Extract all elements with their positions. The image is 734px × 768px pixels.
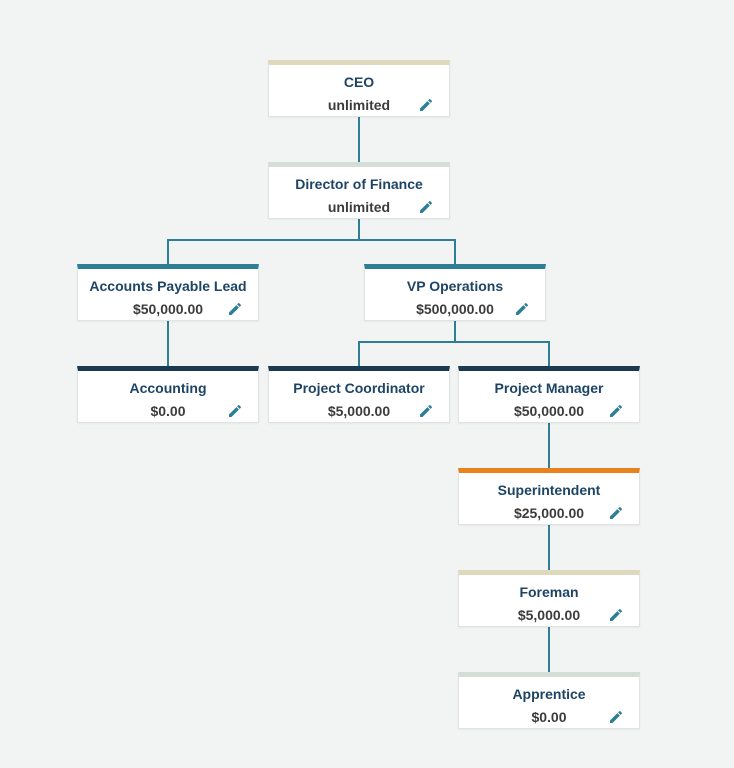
org-node-project-coordinator[interactable]: Project Coordinator $5,000.00 (268, 366, 450, 423)
connector-foreman-apprentice (548, 627, 550, 672)
pencil-edit-icon (610, 404, 623, 417)
node-value: $50,000.00 (132, 301, 204, 317)
edit-button[interactable] (417, 402, 435, 420)
node-title: Accounting (129, 380, 207, 396)
node-value: unlimited (327, 97, 391, 113)
node-value-row: $5,000.00 (459, 605, 639, 625)
connector-vpo-horizontal (358, 341, 550, 343)
node-value-row: unlimited (269, 197, 449, 217)
node-value: $50,000.00 (513, 403, 585, 419)
node-title: Accounts Payable Lead (89, 278, 247, 294)
edit-button[interactable] (607, 402, 625, 420)
node-value: $0.00 (531, 709, 567, 725)
connector-dof-horizontal (167, 239, 456, 241)
node-value-row: $50,000.00 (459, 401, 639, 421)
edit-button[interactable] (607, 606, 625, 624)
node-title: Director of Finance (295, 176, 423, 192)
connector-dof-stem (358, 219, 360, 241)
edit-button[interactable] (417, 96, 435, 114)
pencil-edit-icon (610, 710, 623, 723)
node-title: VP Operations (406, 278, 504, 294)
node-value-row: $0.00 (459, 707, 639, 727)
org-node-superintendent[interactable]: Superintendent $25,000.00 (458, 468, 640, 525)
pencil-edit-icon (420, 404, 433, 417)
node-value: unlimited (327, 199, 391, 215)
node-value: $25,000.00 (513, 505, 585, 521)
pencil-edit-icon (229, 302, 242, 315)
org-node-accounting[interactable]: Accounting $0.00 (77, 366, 259, 423)
node-title: CEO (343, 74, 375, 90)
connector-superintendent-foreman (548, 525, 550, 570)
node-title: Superintendent (497, 482, 601, 498)
connector-vpo-stem (454, 321, 456, 343)
pencil-edit-icon (420, 98, 433, 111)
connector-pm-superintendent (548, 423, 550, 468)
node-value: $5,000.00 (327, 403, 391, 419)
connector-ceo-dof (358, 117, 360, 162)
edit-button[interactable] (226, 402, 244, 420)
node-title: Foreman (519, 584, 579, 600)
node-value-row: $50,000.00 (78, 299, 258, 319)
pencil-edit-icon (610, 506, 623, 519)
connector-apl-accounting (167, 321, 169, 366)
connector-vpo-drop-pm (548, 341, 550, 366)
node-value: $5,000.00 (517, 607, 581, 623)
connector-dof-drop-apl (167, 239, 169, 264)
node-value: $500,000.00 (416, 301, 494, 317)
org-node-ceo[interactable]: CEO unlimited (268, 60, 450, 117)
org-node-vp-operations[interactable]: VP Operations $500,000.00 (364, 264, 546, 321)
org-node-project-manager[interactable]: Project Manager $50,000.00 (458, 366, 640, 423)
org-node-director-of-finance[interactable]: Director of Finance unlimited (268, 162, 450, 219)
edit-button[interactable] (226, 300, 244, 318)
node-value-row: $25,000.00 (459, 503, 639, 523)
node-value-row: $0.00 (78, 401, 258, 421)
pencil-edit-icon (420, 200, 433, 213)
node-value-row: $5,000.00 (269, 401, 449, 421)
edit-button[interactable] (607, 708, 625, 726)
pencil-edit-icon (610, 608, 623, 621)
node-value-row: unlimited (269, 95, 449, 115)
node-title: Apprentice (512, 686, 586, 702)
pencil-edit-icon (516, 302, 529, 315)
edit-button[interactable] (417, 198, 435, 216)
edit-button[interactable] (607, 504, 625, 522)
org-node-foreman[interactable]: Foreman $5,000.00 (458, 570, 640, 627)
edit-button[interactable] (513, 300, 531, 318)
node-value-row: $500,000.00 (365, 299, 545, 319)
connector-dof-drop-vpo (454, 239, 456, 264)
pencil-edit-icon (229, 404, 242, 417)
node-title: Project Manager (494, 380, 604, 396)
node-title: Project Coordinator (293, 380, 425, 396)
node-value: $0.00 (150, 403, 186, 419)
org-node-apprentice[interactable]: Apprentice $0.00 (458, 672, 640, 729)
connector-vpo-drop-pc (358, 341, 360, 366)
org-node-accounts-payable-lead[interactable]: Accounts Payable Lead $50,000.00 (77, 264, 259, 321)
